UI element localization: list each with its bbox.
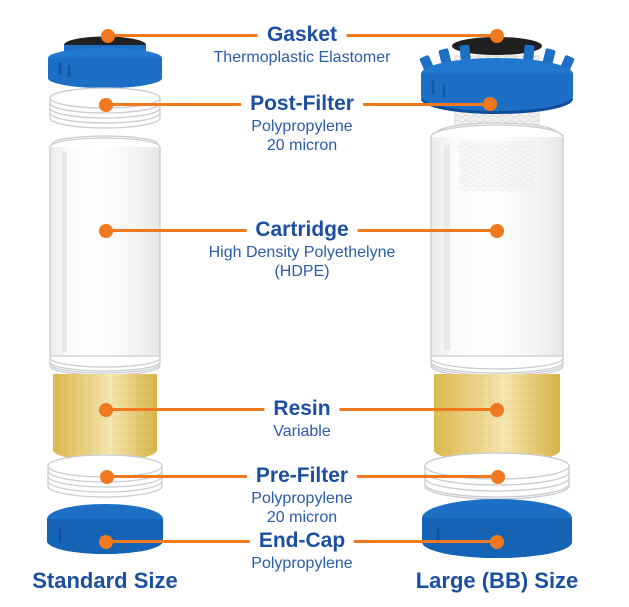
marker-dot-cartridge-standard bbox=[99, 224, 113, 238]
label-gasket-material: Thermoplastic Elastomer bbox=[213, 49, 391, 66]
label-resin: Resin Variable bbox=[264, 396, 340, 441]
label-end-cap: End-Cap Polypropylene bbox=[249, 528, 355, 573]
marker-dot-end-cap-standard bbox=[99, 535, 113, 549]
label-pre-filter-material: Polypropylene bbox=[251, 490, 353, 507]
marker-dot-cartridge-large bbox=[490, 224, 504, 238]
marker-dot-end-cap-large bbox=[490, 535, 504, 549]
standard-resin-graphic bbox=[53, 374, 157, 461]
marker-dot-resin-standard bbox=[99, 403, 113, 417]
marker-dot-post-filter-large bbox=[483, 97, 497, 111]
label-cartridge-spec: (HDPE) bbox=[274, 263, 330, 280]
marker-dot-post-filter-standard bbox=[99, 98, 113, 112]
standard-cartridge-graphic bbox=[49, 135, 161, 376]
large-end-cap-graphic bbox=[422, 499, 572, 558]
marker-dot-resin-large bbox=[490, 403, 504, 417]
marker-dot-gasket-standard bbox=[101, 29, 115, 43]
label-cartridge-material: High Density Polyethelyne bbox=[208, 244, 396, 261]
large-gasket-graphic bbox=[452, 37, 542, 55]
label-pre-filter-title: Pre-Filter bbox=[246, 463, 358, 489]
label-pre-filter: Pre-Filter Polypropylene 20 micron bbox=[246, 463, 358, 527]
standard-size-label: Standard Size bbox=[32, 568, 178, 593]
label-post-filter-title: Post-Filter bbox=[241, 91, 363, 117]
label-cartridge: Cartridge High Density Polyethelyne (HDP… bbox=[208, 217, 396, 281]
label-resin-title: Resin bbox=[264, 396, 340, 422]
label-end-cap-title: End-Cap bbox=[249, 528, 355, 554]
label-pre-filter-spec: 20 micron bbox=[266, 509, 338, 526]
label-post-filter-material: Polypropylene bbox=[251, 118, 353, 135]
label-gasket: Gasket Thermoplastic Elastomer bbox=[213, 22, 391, 67]
label-resin-material: Variable bbox=[273, 423, 331, 440]
label-post-filter: Post-Filter Polypropylene 20 micron bbox=[241, 91, 363, 155]
label-end-cap-material: Polypropylene bbox=[251, 555, 353, 572]
marker-dot-pre-filter-standard bbox=[100, 470, 114, 484]
label-post-filter-spec: 20 micron bbox=[266, 137, 338, 154]
marker-dot-gasket-large bbox=[490, 29, 504, 43]
marker-dot-pre-filter-large bbox=[491, 470, 505, 484]
large-cap-graphic bbox=[419, 44, 575, 114]
large-size-label: Large (BB) Size bbox=[415, 568, 579, 593]
label-gasket-title: Gasket bbox=[257, 22, 347, 48]
large-resin-graphic bbox=[434, 374, 560, 463]
standard-cap-graphic bbox=[48, 45, 162, 88]
large-cartridge-graphic bbox=[430, 122, 564, 378]
label-cartridge-title: Cartridge bbox=[246, 217, 358, 243]
